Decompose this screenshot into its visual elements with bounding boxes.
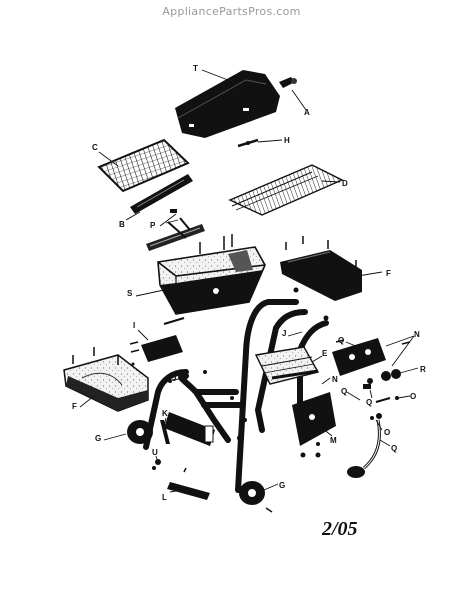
rod-part [237, 138, 259, 148]
callout-Q-mid: Q [366, 398, 372, 407]
right-side-shelf-part [280, 236, 362, 301]
watermark: AppliancePartsPros.com [162, 5, 301, 18]
callout-J-lower: J [172, 374, 176, 383]
front-panel-part [292, 392, 336, 446]
callout-Q-small: Q [341, 387, 347, 396]
panel-strip-part [129, 317, 185, 362]
callout-F-right: F [386, 269, 391, 278]
warming-rack-part [228, 164, 344, 216]
callout-Q-hose: Q [391, 444, 397, 453]
left-side-shelf-part [63, 347, 149, 412]
callout-B: B [119, 220, 125, 229]
callout-O-lower: O [384, 428, 390, 437]
firebox-part [157, 234, 266, 315]
callout-Q-panel: Q [338, 336, 344, 345]
callout-D: D [342, 179, 348, 188]
hardware-parts [131, 287, 329, 464]
wheel-right-part [239, 481, 273, 513]
callout-P: P [150, 221, 156, 230]
callout-G-left: G [95, 434, 101, 443]
callout-V: V [227, 299, 233, 308]
manifold-part [254, 346, 320, 385]
revision-date: 2/05 [322, 518, 358, 540]
leader-lines [79, 69, 419, 493]
cooking-grate-part [97, 138, 190, 193]
callout-S: S [127, 289, 133, 298]
callout-O-upper: O [410, 392, 416, 401]
control-panel-part [332, 338, 411, 376]
heat-deflector-part [130, 174, 193, 214]
handle-part [279, 77, 297, 88]
regulator-hose-part [347, 413, 382, 478]
callout-K: K [162, 409, 168, 418]
igniter-part [363, 378, 399, 420]
lower-bracket-part [164, 412, 215, 446]
knob-part [381, 369, 401, 381]
callout-A: A [304, 108, 310, 117]
callout-U: U [152, 448, 158, 457]
callout-I: I [133, 321, 135, 330]
callout-E: E [322, 349, 328, 358]
callout-N-lower: N [332, 375, 338, 384]
callout-G-right: G [279, 481, 285, 490]
burner-part [146, 209, 205, 251]
cart-frame-part [143, 299, 329, 493]
wheel-left-part [127, 420, 153, 444]
callout-labels: T A H C D B P V F S I J N Q E J N R Q Q … [72, 64, 426, 502]
clip-part [160, 420, 170, 444]
callout-F-left: F [72, 402, 77, 411]
callout-C: C [92, 143, 98, 152]
lid-part [175, 70, 280, 138]
callout-L: L [162, 493, 167, 502]
callout-M: M [330, 436, 337, 445]
callout-N-upper: N [414, 330, 420, 339]
callout-J-upper: J [282, 329, 286, 338]
callout-T: T [193, 64, 198, 73]
callout-H: H [284, 136, 290, 145]
callout-R: R [420, 365, 426, 374]
axle-bar-part [167, 467, 210, 500]
